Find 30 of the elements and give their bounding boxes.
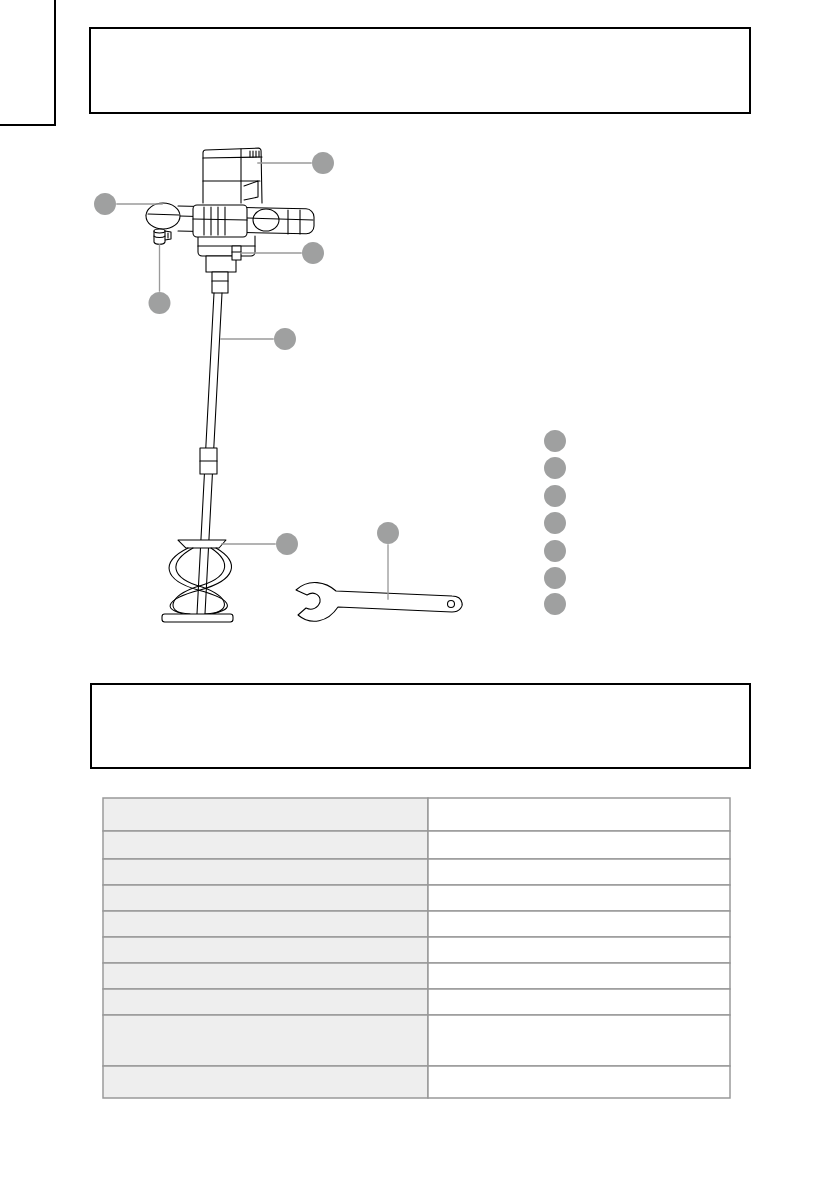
motor-housing bbox=[202, 147, 263, 204]
callout-circle bbox=[274, 328, 296, 350]
leader-line bbox=[256, 162, 313, 164]
leader-line bbox=[158, 243, 161, 293]
callout-circle bbox=[148, 292, 171, 314]
callout-circle bbox=[544, 485, 566, 507]
callout-circle bbox=[377, 522, 399, 544]
button bbox=[231, 245, 242, 261]
knob bbox=[153, 228, 172, 245]
callout-circle bbox=[544, 512, 566, 534]
callout-circle bbox=[544, 457, 566, 479]
callout-circle bbox=[544, 567, 566, 589]
header-box bbox=[90, 683, 751, 769]
handle bbox=[145, 202, 315, 238]
leader-line bbox=[115, 203, 164, 205]
leader-line bbox=[219, 338, 275, 340]
header-box bbox=[89, 27, 751, 114]
mixing-paddle bbox=[161, 539, 234, 623]
callout-circle bbox=[302, 242, 324, 264]
callout-circle bbox=[544, 540, 566, 562]
callout-circle bbox=[544, 430, 566, 452]
leader-line bbox=[220, 543, 277, 545]
callout-circle bbox=[544, 593, 566, 615]
leader-line bbox=[387, 543, 389, 601]
callout-circle bbox=[94, 193, 116, 215]
wrench bbox=[295, 582, 463, 622]
shaft bbox=[196, 292, 223, 615]
leader-line bbox=[239, 252, 303, 254]
callout-circle bbox=[312, 152, 334, 174]
callout-circle bbox=[276, 533, 298, 555]
